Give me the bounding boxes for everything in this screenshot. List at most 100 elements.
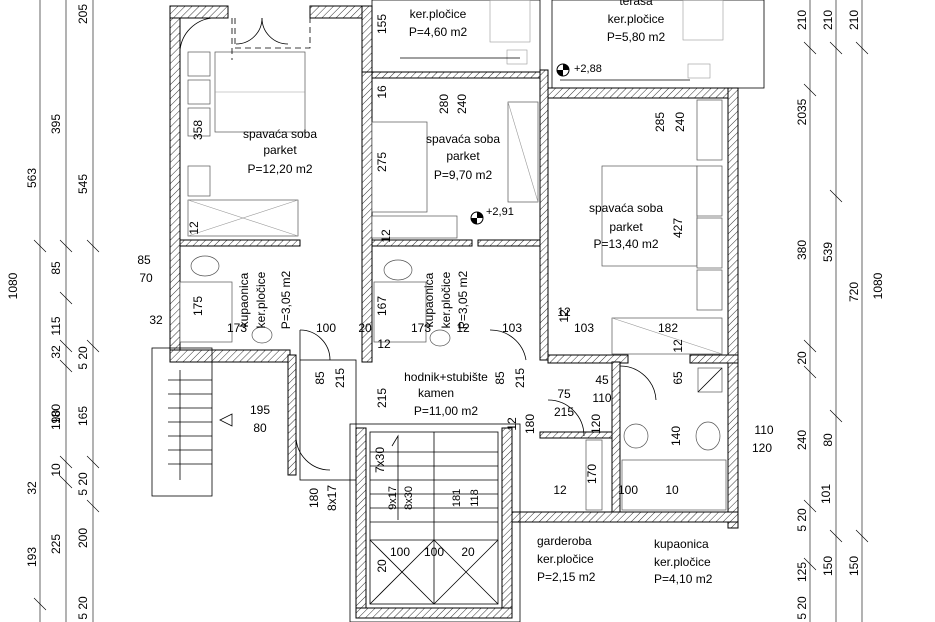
dimension-label: 2035: [795, 98, 809, 125]
room-floor: parket: [609, 220, 643, 234]
room-floor: ker.pločice: [537, 552, 594, 566]
room-area: P=2,15 m2: [537, 570, 596, 584]
dimension-label: 195: [250, 403, 270, 417]
dimension-label: 12: [557, 309, 571, 323]
dimension-label: 205: [76, 4, 90, 24]
dimension-label: 100: [390, 545, 410, 559]
room-floor: parket: [446, 149, 480, 163]
room-name: terasa: [421, 0, 455, 1]
dimension-label: 170: [585, 464, 599, 484]
dimension-label: 150: [847, 556, 861, 576]
room-floor: ker.pločice: [608, 12, 665, 26]
dimension-label: 100: [424, 545, 444, 559]
room-area: P=9,70 m2: [434, 168, 493, 182]
dimension-label: 12: [557, 305, 571, 319]
dimension-label: 150: [821, 556, 835, 576]
room-name: spavaća soba: [426, 132, 500, 146]
dimension-label: 110: [592, 391, 611, 405]
room-area: P=4,60 m2: [409, 25, 468, 39]
dimension-label: 210: [847, 10, 861, 30]
dimension-label: 193: [25, 547, 39, 567]
room-labels: spavaća soba parket P=12,20 m2 spavaća s…: [237, 0, 713, 586]
dimension-label: 380: [795, 240, 809, 260]
dimension-label: 85: [493, 371, 507, 385]
room-area: P=3,05 m2: [279, 270, 293, 329]
dimension-label: 395: [49, 114, 63, 134]
dimension-label: 285: [653, 112, 667, 132]
dimension-label: 80: [253, 421, 267, 435]
dimension-label: 115: [49, 316, 63, 335]
room-area: P=13,40 m2: [593, 237, 658, 251]
dimension-label: 100: [618, 483, 638, 497]
dimension-label: 173: [227, 321, 247, 335]
room-name: terasa: [619, 0, 653, 8]
room-area: P=5,80 m2: [607, 30, 666, 44]
dimension-label: 7x30: [373, 447, 387, 473]
dimension-label: 280: [437, 94, 451, 114]
dimension-label: 5 20: [76, 346, 90, 370]
level-markers: [470, 63, 570, 225]
dimension-label: 101: [819, 484, 833, 504]
dimension-label: 1080: [6, 272, 20, 299]
dimension-label: 200: [76, 528, 90, 548]
room-floor: ker.pločice: [254, 271, 268, 328]
dimension-label: 240: [673, 112, 687, 132]
dimension-label: 5 20: [76, 596, 90, 620]
dimension-label: 175: [191, 296, 205, 316]
room-floor: parket: [263, 143, 297, 157]
dimension-label: 103: [502, 321, 522, 335]
dimension-label: 215: [554, 405, 574, 419]
dimension-label: 85: [49, 261, 63, 275]
dimension-label: 12: [377, 337, 391, 351]
room-area: P=11,00 m2: [414, 404, 478, 418]
dimension-label: 12: [553, 483, 567, 497]
dimension-label: 8x17: [325, 485, 339, 511]
dimension-labels-right: 210 2035 380 20 240 101 5 20 125 5 20 21…: [795, 10, 885, 620]
stairs: [168, 370, 499, 605]
furniture: [179, 51, 727, 511]
room-name: hodnik+stubište: [404, 370, 488, 384]
room-floor: ker.pločice: [410, 7, 467, 21]
dimension-label: 10: [665, 483, 679, 497]
dimension-label: 545: [76, 174, 90, 194]
level-label: +2,91: [486, 206, 514, 218]
dimension-label: 20: [358, 321, 372, 335]
dimension-label: 720: [847, 282, 861, 302]
dimension-label: 8x30: [403, 486, 415, 510]
dimension-chains-right: [803, 0, 869, 622]
dimension-labels-interior: 155 16 280 240 285 240 358 275 427 12 12…: [137, 14, 774, 573]
room-name: spavaća soba: [589, 201, 663, 215]
dimension-label: 118: [469, 489, 481, 507]
dimension-label: 181: [451, 489, 463, 507]
dimension-label: 85: [313, 371, 327, 385]
dimension-label: 215: [375, 388, 389, 408]
dimension-label: 65: [671, 371, 685, 385]
dimension-label: 240: [455, 94, 469, 114]
dimension-label: 210: [821, 10, 835, 30]
dimension-label: 225: [49, 534, 63, 554]
dimension-label: 215: [333, 368, 347, 388]
dimension-label: 12: [379, 229, 393, 243]
room-floor: ker.pločice: [654, 555, 711, 569]
dimension-label: 32: [149, 313, 163, 327]
dimension-chains-left: [33, 0, 100, 622]
dimension-labels-left: 563 1080 193 395 85 115 32 190 10 32 225…: [6, 4, 90, 620]
dimension-label: 32: [25, 481, 39, 495]
dimension-label: 75: [557, 387, 571, 401]
room-floor: kamen: [418, 386, 454, 400]
dimension-label: 210: [795, 10, 809, 30]
walls: [169, 5, 739, 619]
doors: [179, 17, 657, 471]
dimension-label: 10: [49, 463, 63, 477]
dimension-label: 45: [595, 373, 609, 387]
dimension-label: 85: [137, 253, 151, 267]
dimension-label: 190: [49, 410, 63, 430]
dimension-label: 12: [505, 417, 519, 431]
room-name: kupaonica: [422, 272, 436, 327]
dimension-label: 70: [139, 271, 153, 285]
dimension-label: 120: [752, 441, 772, 455]
level-label: +2,88: [574, 63, 602, 75]
room-name: kupaonica: [237, 272, 251, 327]
dimension-label: 140: [669, 426, 683, 446]
